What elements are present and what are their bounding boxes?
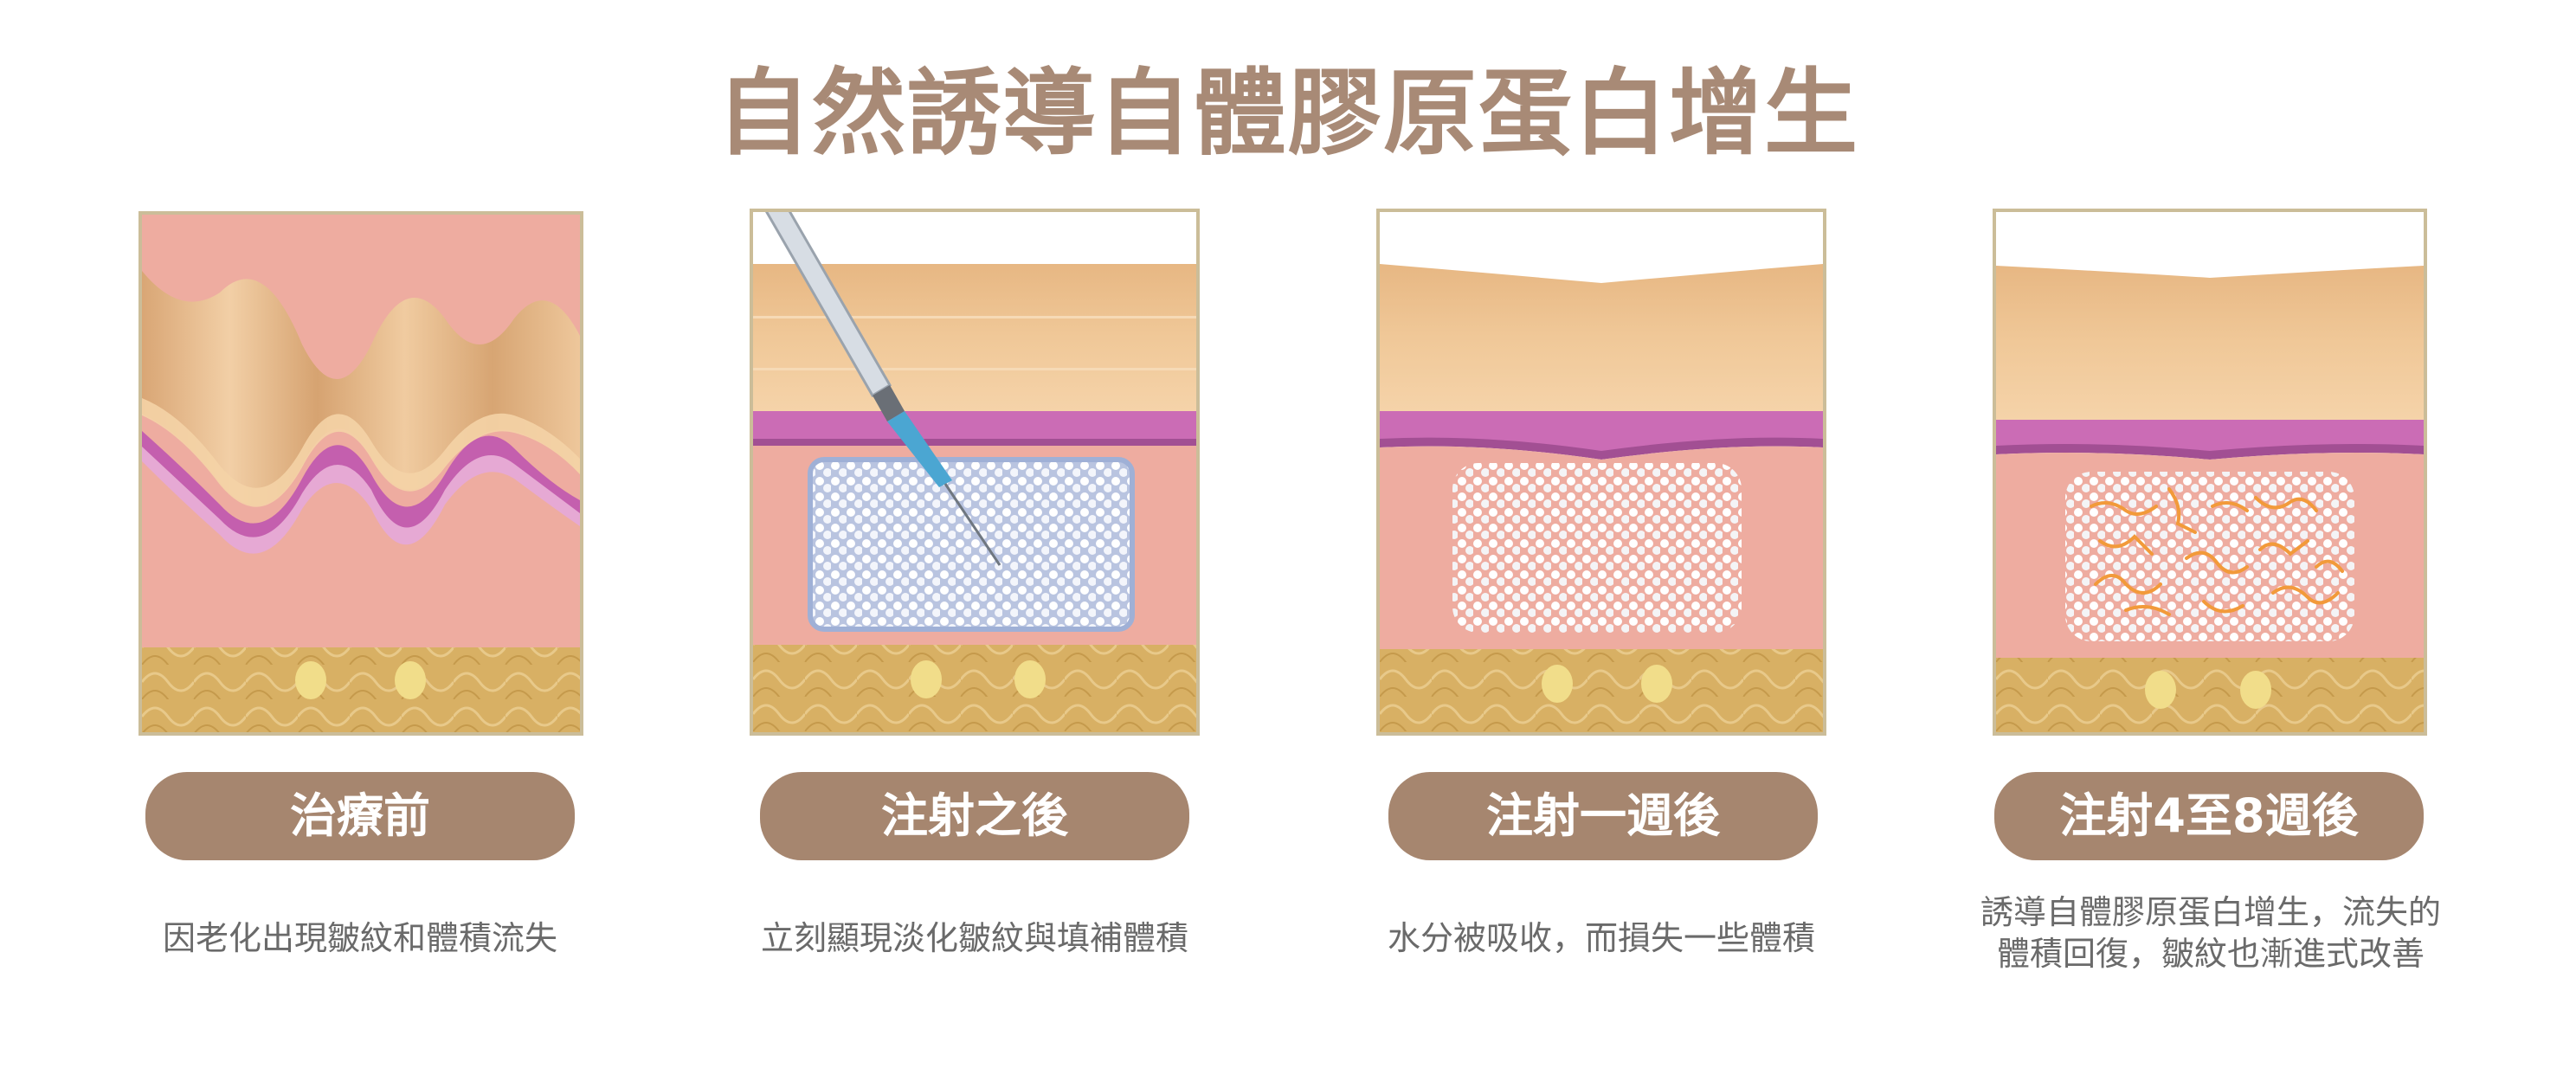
stage-caption-after-injection: 立刻顯現淡化皺紋與填補體積 bbox=[760, 919, 1188, 957]
skin-diagram-one-week bbox=[1376, 209, 1826, 736]
skin-diagram-after-injection bbox=[750, 209, 1200, 736]
skin-diagram-four-to-eight-weeks bbox=[1993, 209, 2427, 736]
stage-caption-before: 因老化出現皺紋和體積流失 bbox=[162, 919, 557, 957]
stage-caption-four-to-eight-weeks: 誘導自體膠原蛋白增生，流失的 體積回復，皺紋也漸進式改善 bbox=[1980, 893, 2441, 973]
stage-label-before: 治療前 bbox=[145, 772, 575, 860]
syringe-icon bbox=[765, 212, 1001, 566]
stage-label-one-week: 注射一週後 bbox=[1388, 772, 1818, 860]
page-title: 自然誘導自體膠原蛋白增生 bbox=[716, 60, 1859, 168]
stage-caption-one-week: 水分被吸收，而損失一些體積 bbox=[1387, 919, 1815, 957]
stage-label-four-to-eight-weeks: 注射4至8週後 bbox=[1994, 772, 2424, 860]
stage-label-after-injection: 注射之後 bbox=[760, 772, 1189, 860]
skin-diagram-before bbox=[138, 211, 583, 736]
